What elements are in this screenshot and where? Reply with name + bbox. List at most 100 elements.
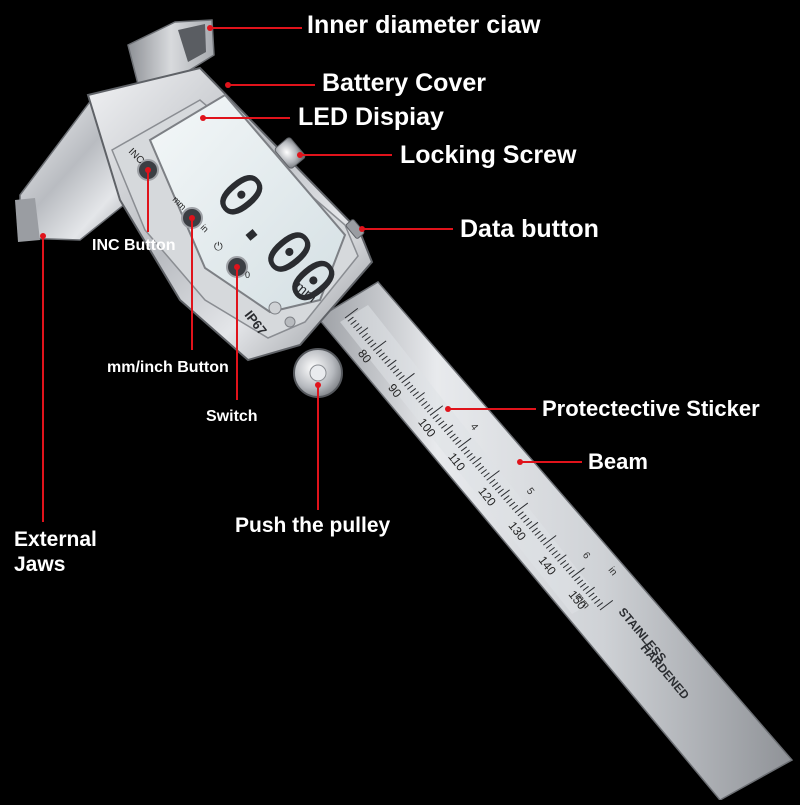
leader-dot-locking-screw xyxy=(297,152,303,158)
beam-tick xyxy=(486,470,500,481)
beam-tick xyxy=(432,413,439,419)
beam-tick xyxy=(472,456,482,465)
inner-jaw-slot xyxy=(178,24,206,62)
leader-dot-beam xyxy=(517,459,523,465)
beam-tick xyxy=(441,423,448,429)
beam-tick xyxy=(588,592,595,598)
beam-tick xyxy=(412,391,419,397)
lcd-hole-1 xyxy=(284,316,296,328)
label-protective-sticker: Protectective Sticker xyxy=(542,396,760,421)
label-inc-button: INC Button xyxy=(92,237,176,254)
beam-tick xyxy=(424,404,431,410)
beam-tick xyxy=(591,595,598,601)
beam-tick xyxy=(458,437,472,449)
label-switch: Switch xyxy=(206,408,258,425)
beam-tick xyxy=(452,436,459,442)
locking-screw[interactable] xyxy=(274,137,306,170)
beam-tick xyxy=(353,323,360,329)
leader-dot-inner-claw xyxy=(207,25,213,31)
beam-tick xyxy=(375,349,383,355)
beam-tick xyxy=(469,456,476,462)
beam-scale-strip xyxy=(340,305,600,614)
beam-tick xyxy=(350,319,357,325)
beam-tick xyxy=(599,600,614,611)
beam-tick xyxy=(364,336,371,342)
beam-tick xyxy=(460,446,468,452)
leader-dot-pulley xyxy=(315,382,321,388)
beam-tick xyxy=(477,465,485,471)
beam-tick xyxy=(574,576,581,582)
beam-tick xyxy=(401,372,415,384)
beam-inch-number: 5 xyxy=(524,486,536,498)
beam-tick xyxy=(358,327,369,335)
beam-tick xyxy=(517,511,524,517)
label-mm-inch-button: mm/inch Button xyxy=(107,359,229,376)
label-external-jaws-line1: External xyxy=(14,528,97,551)
beam-tick xyxy=(557,554,567,562)
beam-tick xyxy=(528,521,539,530)
leader-dot-inc-button xyxy=(145,167,151,173)
beam-inch-number: 6 xyxy=(580,550,592,562)
beam-tick xyxy=(506,498,513,504)
beam-tick xyxy=(347,316,354,322)
beam-tick xyxy=(526,521,533,527)
leader-dot-led-display xyxy=(200,115,206,121)
beam-tick xyxy=(455,439,462,445)
beam-tick xyxy=(378,352,385,358)
beam-tick xyxy=(409,388,417,394)
thumb-pulley-center xyxy=(309,364,327,382)
beam-tick xyxy=(367,339,374,345)
beam-tick xyxy=(466,452,473,458)
beam-tick xyxy=(418,397,425,403)
beam-tick xyxy=(344,307,359,319)
beam-tick xyxy=(560,559,567,565)
beam-tick xyxy=(415,392,425,400)
beam-tick xyxy=(483,472,490,478)
beam-tick xyxy=(531,527,538,533)
beam-tick xyxy=(475,462,482,468)
lcd-screen xyxy=(148,93,347,314)
label-battery-cover: Battery Cover xyxy=(322,69,486,97)
beam-tick xyxy=(534,530,541,536)
label-inner-diameter-claw: Inner diameter ciaw xyxy=(307,11,541,39)
leader-dot-battery-cover xyxy=(225,82,231,88)
beam-tick xyxy=(435,417,442,423)
beam-tick xyxy=(543,535,557,546)
beam-tick xyxy=(404,381,411,387)
beam-tick xyxy=(480,469,487,475)
beam-tick xyxy=(577,579,584,585)
beam-tick xyxy=(537,534,544,540)
beam-tick xyxy=(514,502,529,514)
beam-tick xyxy=(565,566,572,572)
beam-tick xyxy=(579,582,587,588)
beam-inch-number: 4 xyxy=(468,422,480,434)
beam-tick xyxy=(596,602,604,608)
label-locking-screw: Locking Screw xyxy=(400,141,577,169)
beam-tick xyxy=(426,407,434,413)
beam-tick xyxy=(370,342,377,348)
beam-tick xyxy=(446,430,453,436)
leader-dot-protective-sticker xyxy=(445,406,451,412)
beam-tick xyxy=(398,375,405,381)
beam-tick xyxy=(548,547,555,552)
beam-tick xyxy=(585,586,595,595)
beam-tick xyxy=(489,478,496,484)
label-data-button: Data button xyxy=(460,215,599,243)
power-key-label: ⏻ xyxy=(214,240,223,253)
beam-tick xyxy=(551,550,558,556)
beam-tick xyxy=(384,358,391,364)
label-push-pulley: Push the pulley xyxy=(235,514,391,537)
beam-tick xyxy=(387,359,397,368)
beam-tick xyxy=(449,433,456,439)
beam-tick xyxy=(421,400,428,407)
beam-tick xyxy=(438,420,445,426)
beam-tick xyxy=(395,371,402,377)
zero-key-label: 0 xyxy=(245,270,250,280)
beam-tick xyxy=(500,489,510,497)
beam-tick xyxy=(554,553,561,559)
data-button[interactable] xyxy=(345,219,365,239)
beam-tick xyxy=(594,598,601,604)
label-beam: Beam xyxy=(588,449,648,474)
